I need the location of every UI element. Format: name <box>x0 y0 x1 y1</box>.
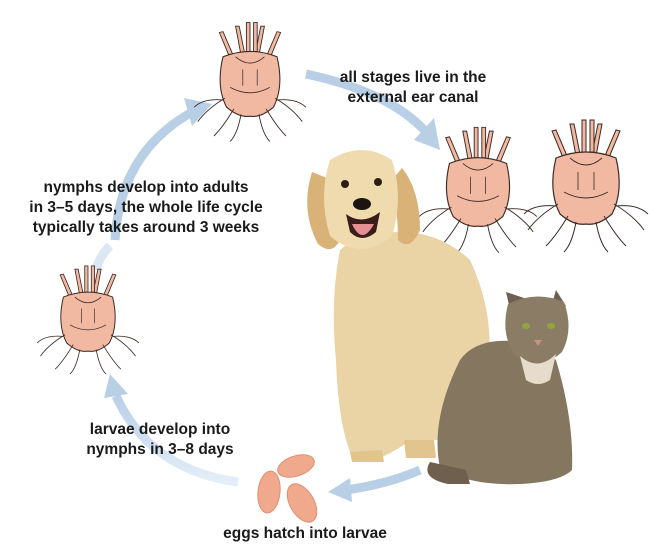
mite-eggs-icon <box>256 451 323 528</box>
caption-eggs: eggs hatch into larvae <box>190 524 420 544</box>
ear-mite-nymph-icon <box>194 23 306 142</box>
ear-mite-larva-icon <box>37 266 139 374</box>
arrow-head-to-eggs <box>328 478 352 502</box>
arrow-head-to-adult <box>184 98 212 126</box>
caption-adult-stage: all stages live in the external ear cana… <box>318 68 508 108</box>
arrow-ear-canal-to-eggs <box>346 470 420 490</box>
caption-larva-to-nymph: larvae develop into nymphs in 3–8 days <box>70 420 250 460</box>
arrow-head-to-larva <box>104 374 128 398</box>
arrow-larva-to-nymph <box>96 246 110 270</box>
ear-mite-adult-icon <box>524 120 648 252</box>
caption-nymph-to-adult: nymphs develop into adults in 3–5 days, … <box>0 178 292 238</box>
